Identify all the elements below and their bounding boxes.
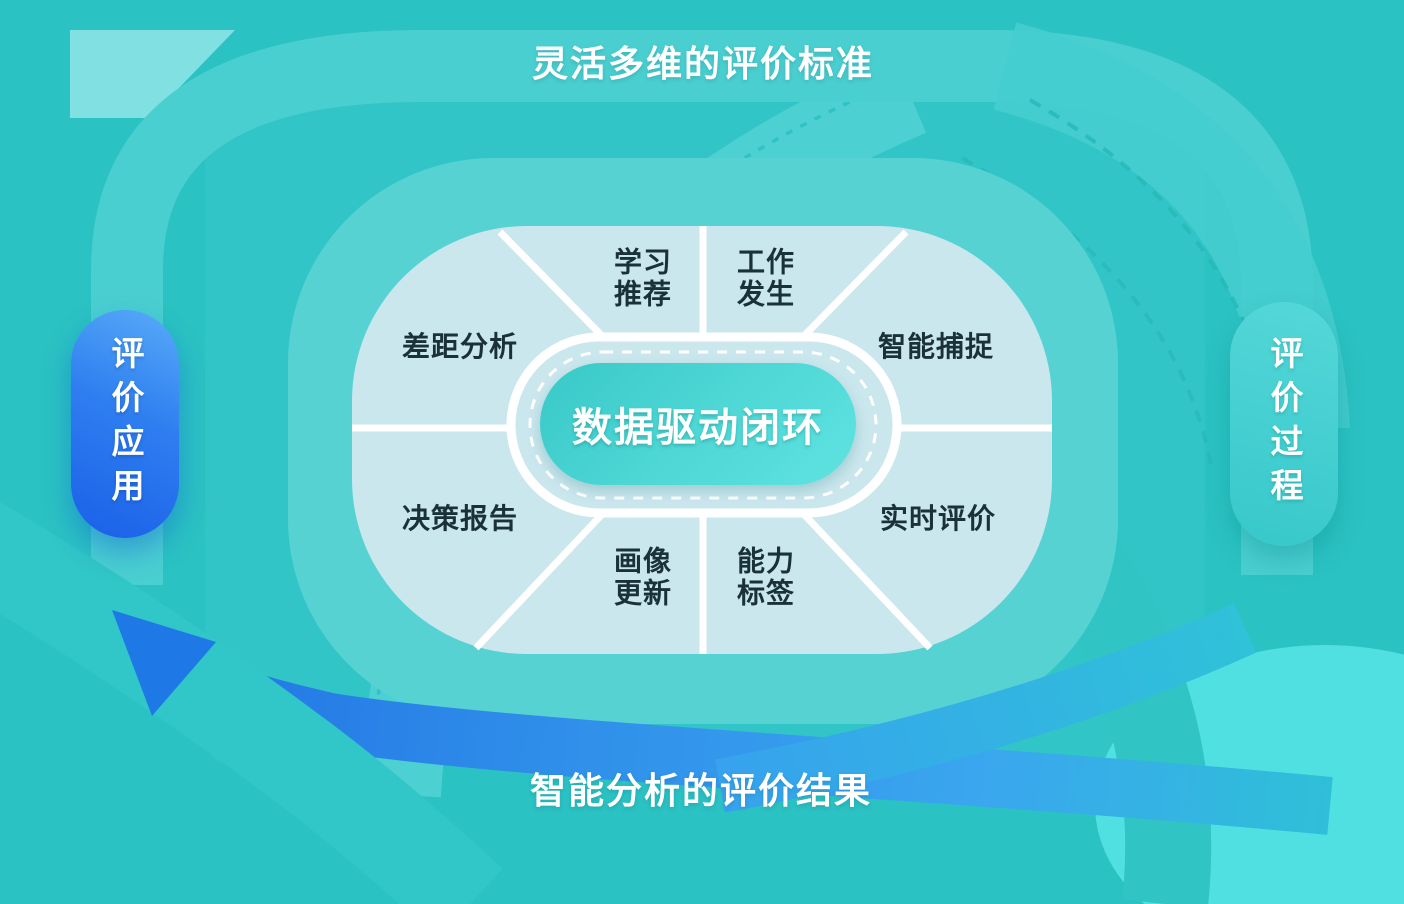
segment-gap-analysis: 差距分析 [401, 330, 519, 362]
divider-topleft-diagonal [497, 229, 611, 345]
right-pill-evaluation-process: 评价过程 [1230, 302, 1338, 546]
result-band-upper-strand [715, 603, 1257, 813]
bottom-banner: 智能分析的评价结果 [529, 770, 873, 811]
segment-realtime-evaluation: 实时评价 [879, 502, 997, 534]
bottom-right-weave-ribbon [1043, 536, 1212, 904]
segment-smart-capture: 智能捕捉 [877, 330, 995, 362]
right-pill-label: 评价过程 [1266, 336, 1303, 512]
divider-bottomleft-diagonal [473, 505, 611, 651]
top-banner: 灵活多维的评价标准 [531, 43, 875, 84]
hub-dashed-ring [528, 350, 878, 500]
left-pill-label: 评价应用 [107, 336, 144, 512]
top-left-highlight [70, 30, 235, 118]
segment-learning-recommendation: 学习 推荐 [613, 246, 673, 310]
flow-arrowhead-icon [112, 610, 216, 716]
left-pill-evaluation-application: 评价应用 [71, 310, 179, 538]
swoosh-tick-dashes [366, 80, 896, 791]
divider-topright-diagonal [795, 229, 909, 345]
segment-decision-report: 决策报告 [401, 502, 519, 534]
wheel-dividers [352, 226, 1052, 654]
divider-bottomright-diagonal [795, 505, 933, 651]
segment-work-occurs: 工作 发生 [736, 246, 796, 310]
segment-capability-tags: 能力 标签 [736, 545, 796, 609]
hub-pill: 数据驱动闭环 [540, 363, 856, 485]
hub-label: 数据驱动闭环 [572, 406, 824, 450]
dashed-guide-arc-inner [961, 156, 1214, 471]
left-weave-ribbon [0, 501, 503, 904]
segment-profile-update: 画像 更新 [613, 545, 673, 609]
